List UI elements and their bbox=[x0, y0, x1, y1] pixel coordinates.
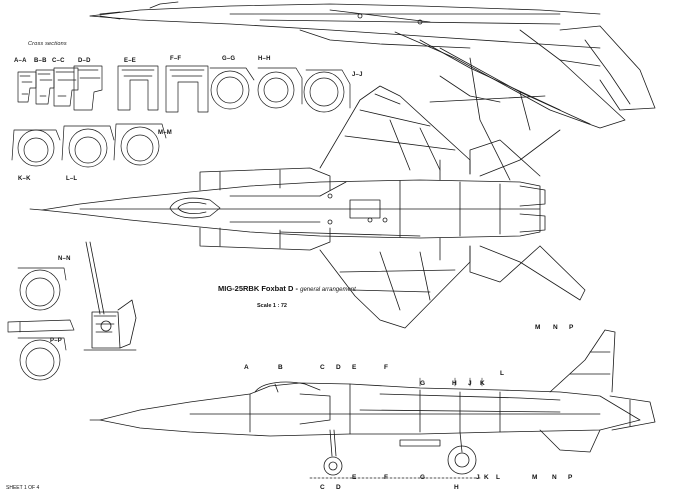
side-view bbox=[89, 329, 656, 479]
section-label-d: D–D bbox=[78, 58, 91, 64]
gear-detail bbox=[83, 241, 137, 351]
station-top-b: B bbox=[278, 364, 283, 371]
station-bottom-c: C bbox=[320, 484, 325, 491]
station-top-p: P bbox=[569, 324, 574, 331]
section-label-j: J–J bbox=[352, 72, 363, 78]
station-top-c: C bbox=[320, 364, 325, 371]
station-top-f: F bbox=[384, 364, 388, 371]
station-top-g: G bbox=[420, 380, 426, 387]
station-top-n: N bbox=[553, 324, 558, 331]
cross-sections bbox=[7, 65, 351, 381]
station-top-k: K bbox=[480, 380, 485, 387]
station-top-e: E bbox=[352, 364, 357, 371]
station-bottom-g: G bbox=[420, 474, 426, 481]
sheet-number: SHEET 1 OF 4 bbox=[6, 485, 40, 491]
station-top-h: H bbox=[452, 380, 457, 387]
plan-view bbox=[29, 85, 586, 329]
section-label-b: B–B bbox=[34, 58, 47, 64]
section-label-f: F–F bbox=[170, 56, 182, 62]
station-bottom-h: H bbox=[454, 484, 459, 491]
station-top-a: A bbox=[244, 364, 249, 371]
station-ticks bbox=[419, 377, 483, 387]
station-bottom-n: N bbox=[552, 474, 557, 481]
station-top-l: L bbox=[500, 370, 504, 377]
section-label-e: E–E bbox=[124, 58, 136, 64]
section-label-m: M–M bbox=[158, 130, 172, 136]
section-label-l: L–L bbox=[66, 176, 78, 182]
station-top-m: M bbox=[535, 324, 541, 331]
drawing-title-sub: general arrangement bbox=[300, 287, 356, 293]
station-bottom-m: M bbox=[532, 474, 538, 481]
section-label-a: A–A bbox=[14, 58, 27, 64]
station-bottom-p: P bbox=[568, 474, 573, 481]
cross-sections-heading: Cross sections bbox=[28, 41, 67, 47]
section-label-k: K–K bbox=[18, 176, 31, 182]
section-label-h: H–H bbox=[258, 56, 271, 62]
drawing-scale: Scale 1 : 72 bbox=[257, 303, 287, 309]
drawing-title-main: MIG-25RBK Foxbat D - bbox=[218, 284, 299, 293]
section-label-g: G–G bbox=[222, 56, 236, 62]
station-bottom-k: K bbox=[484, 474, 489, 481]
station-bottom-f: F bbox=[384, 474, 388, 481]
section-label-c: C–C bbox=[52, 58, 65, 64]
station-top-j: J bbox=[468, 380, 472, 387]
drawing-title: MIG-25RBK Foxbat D - general arrangement bbox=[218, 284, 356, 293]
section-label-p: P–P bbox=[50, 338, 62, 344]
station-bottom-d: D bbox=[336, 484, 341, 491]
station-bottom-j: J bbox=[476, 474, 480, 481]
station-top-d: D bbox=[336, 364, 341, 371]
station-bottom-e: E bbox=[352, 474, 357, 481]
section-label-n: N–N bbox=[58, 256, 71, 262]
station-bottom-l: L bbox=[496, 474, 500, 481]
top-partial-view bbox=[89, 1, 656, 181]
